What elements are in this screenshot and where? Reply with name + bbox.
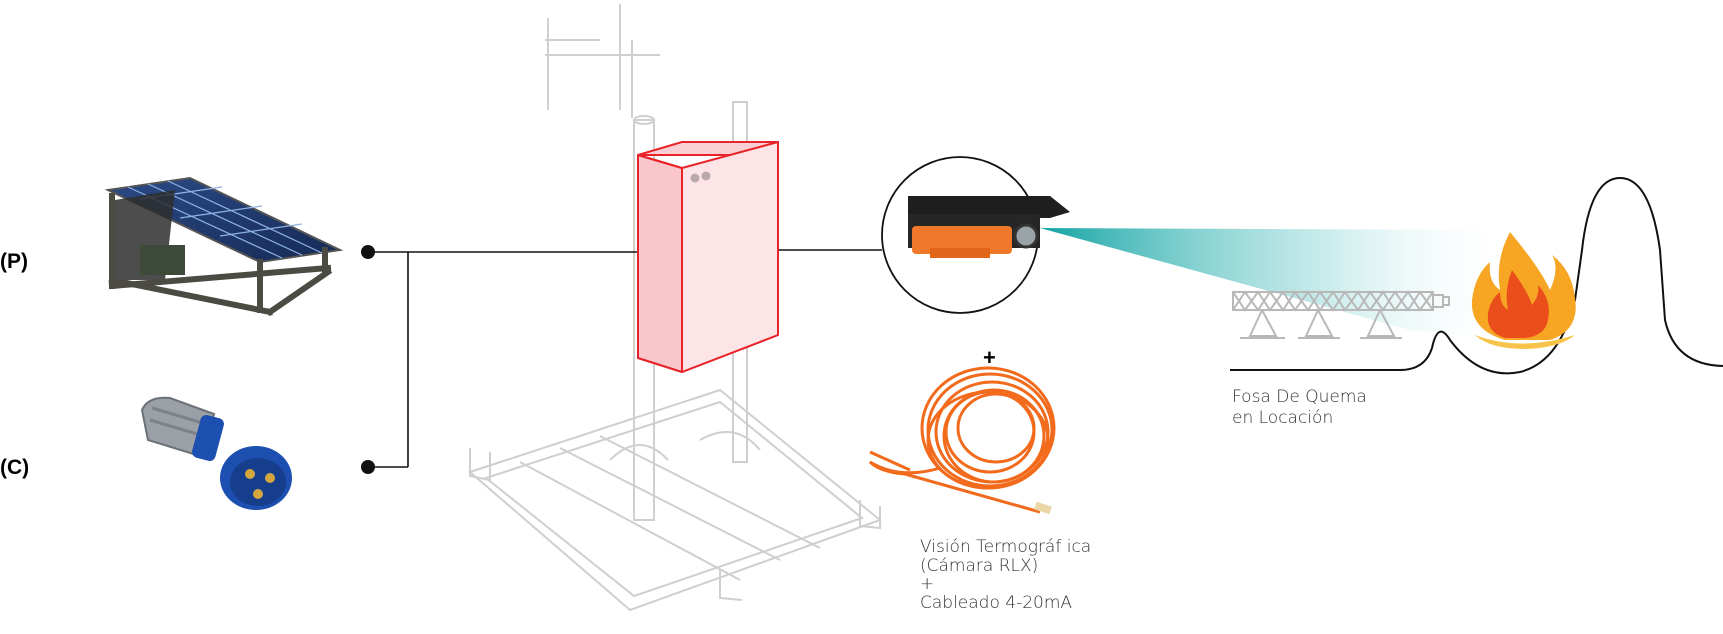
camera-label-line4: Cableado 4-20mA xyxy=(920,593,1072,613)
camera-label-line3: + xyxy=(920,574,934,594)
solar-panel-icon xyxy=(104,176,344,317)
plus-sign: + xyxy=(983,345,996,370)
flame-icon xyxy=(1471,232,1576,349)
enclosure-led-2 xyxy=(701,171,711,181)
wiring xyxy=(368,249,882,468)
solar-source-label: (P) xyxy=(0,250,28,273)
grid-source-label: (C) xyxy=(0,456,29,479)
enclosure-led-1 xyxy=(690,173,700,183)
enclosure-icon xyxy=(637,141,779,373)
cable-coil-icon xyxy=(868,366,1056,514)
cable-plug-end xyxy=(1034,501,1052,515)
solar-connector-dot xyxy=(361,245,375,259)
camera-label-line2: (Cámara RLX) xyxy=(920,556,1038,576)
camera-label-line1: Visión Termográf ica xyxy=(920,537,1091,557)
pit-label-line1: Fosa De Quema xyxy=(1232,387,1367,407)
flare-stack-icon xyxy=(1232,290,1450,339)
power-plug-icon xyxy=(140,396,292,510)
thermal-camera-icon xyxy=(908,196,1070,258)
pit-label-line2: en Locación xyxy=(1232,408,1333,428)
thermal-beam xyxy=(1040,228,1500,338)
grid-connector-dot xyxy=(361,460,375,474)
